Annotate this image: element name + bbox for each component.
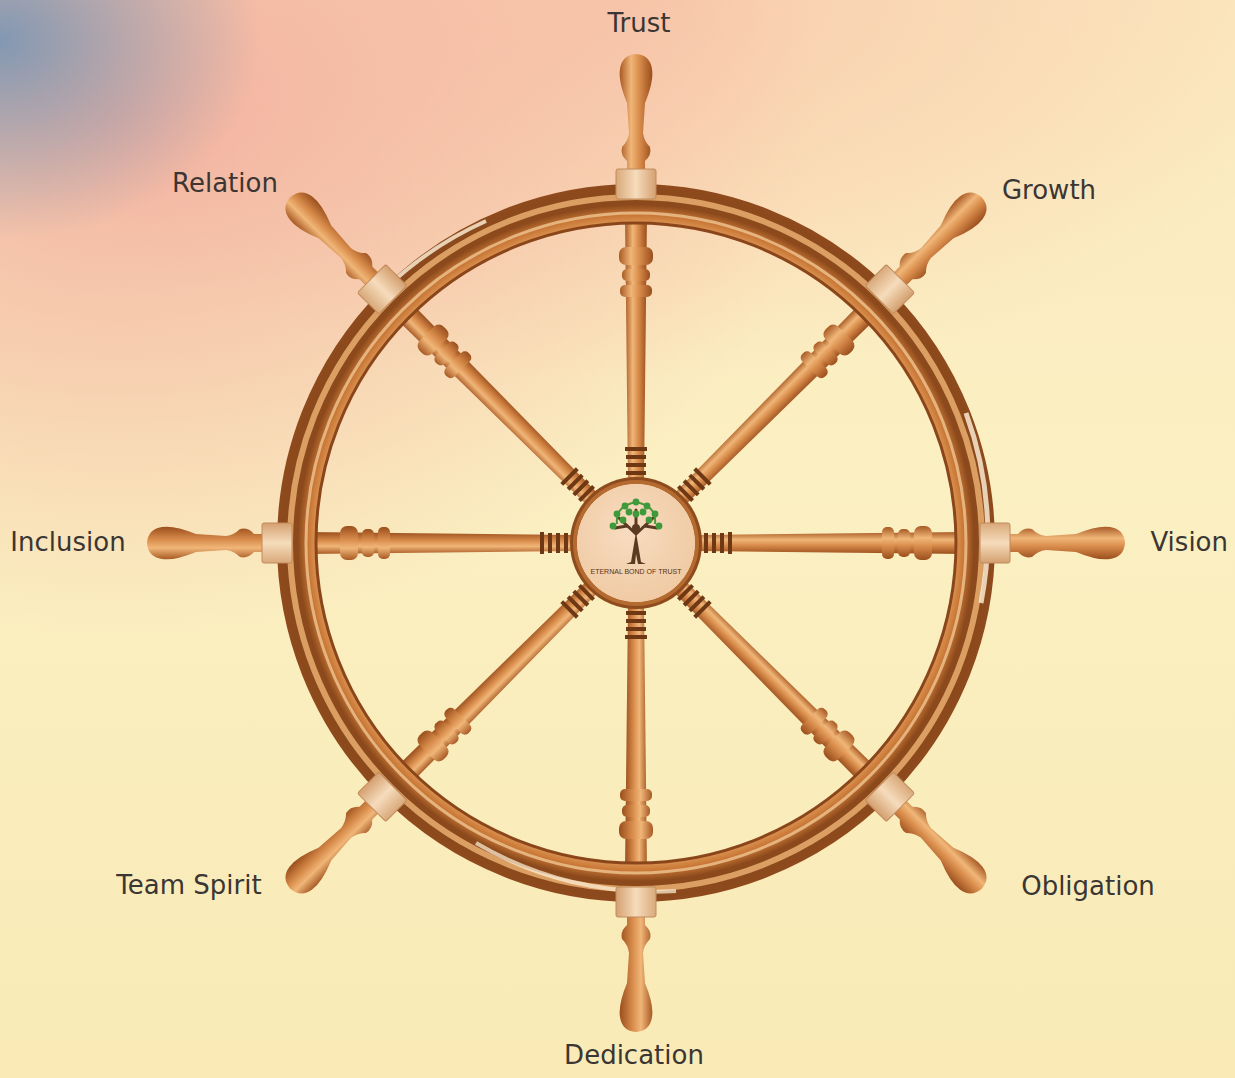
value-label: Relation bbox=[172, 168, 278, 199]
value-label: Growth bbox=[1002, 175, 1096, 206]
value-label: Vision bbox=[1150, 527, 1228, 558]
value-label: Dedication bbox=[564, 1040, 704, 1071]
emblem-text: ETERNAL BOND OF TRUST bbox=[590, 568, 681, 575]
value-label: Trust bbox=[608, 8, 671, 39]
value-label: Team Spirit bbox=[116, 870, 261, 901]
value-label: Obligation bbox=[1021, 871, 1155, 902]
value-label: Inclusion bbox=[10, 527, 125, 558]
hub-emblem: ETERNAL BOND OF TRUST bbox=[577, 484, 695, 602]
tree-logo bbox=[577, 484, 695, 602]
